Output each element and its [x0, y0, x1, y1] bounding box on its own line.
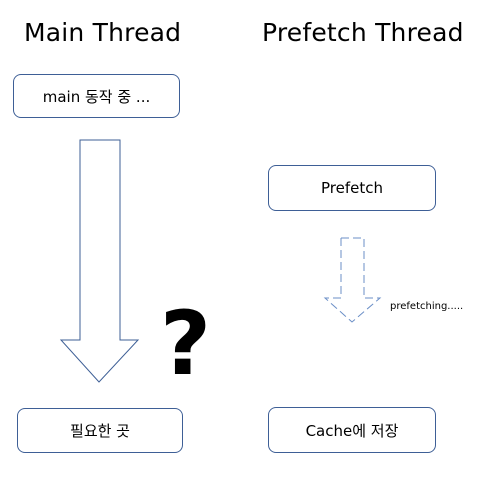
- prefetch-box: Prefetch: [268, 165, 436, 211]
- main-running-label: main 동작 중 ...: [42, 87, 151, 106]
- main-flow-arrow: [59, 139, 140, 383]
- needed-place-box: 필요한 곳: [17, 408, 183, 453]
- cache-store-box: Cache에 저장: [268, 407, 436, 453]
- prefetching-note: prefetching.....: [390, 301, 464, 312]
- question-mark: ?: [160, 292, 212, 395]
- cache-store-label: Cache에 저장: [305, 421, 399, 440]
- main-running-box: main 동작 중 ...: [13, 74, 180, 118]
- prefetch-thread-heading: Prefetch Thread: [262, 18, 464, 47]
- prefetch-label: Prefetch: [321, 179, 383, 197]
- prefetch-flow-arrow: [323, 237, 382, 323]
- needed-place-label: 필요한 곳: [70, 422, 130, 440]
- main-thread-heading: Main Thread: [24, 18, 182, 47]
